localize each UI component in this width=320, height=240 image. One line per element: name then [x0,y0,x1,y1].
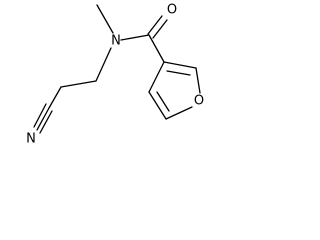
bond-ring-c1-c2 [148,91,167,120]
atom-o-furan: O [194,94,204,109]
bond-carbonyl-ring [148,34,165,63]
chemical-structure-diagram: N O O N [26,3,204,147]
bond-n-ch2 [95,47,112,82]
atom-o-carbonyl: O [167,3,177,18]
atom-n-nitrile: N [26,132,36,147]
bond-ring-c4-o [195,67,201,94]
bond-nitrile-triple-2 [36,107,50,131]
bond-ch2-cn-carbon [48,86,62,109]
bond-ring-o-c1 [165,106,193,120]
bond-methyl-n [96,4,114,34]
bond-nitrile-triple-3 [39,110,53,134]
bond-ring-inner-2 [156,91,170,112]
bond-ring-c3-c4 [163,61,197,69]
bond-carbonyl-double-1 [147,15,163,35]
atom-n-amide: N [111,34,121,49]
bond-ch2-ch2 [60,80,97,88]
bond-ring-inner-1 [166,70,191,76]
bond-ring-c2-c3 [148,61,165,93]
bond-nitrile-triple-1 [33,103,47,128]
bond-carbonyl-double-2 [152,19,168,39]
bond-n-carbonyl-carbon [120,34,150,41]
